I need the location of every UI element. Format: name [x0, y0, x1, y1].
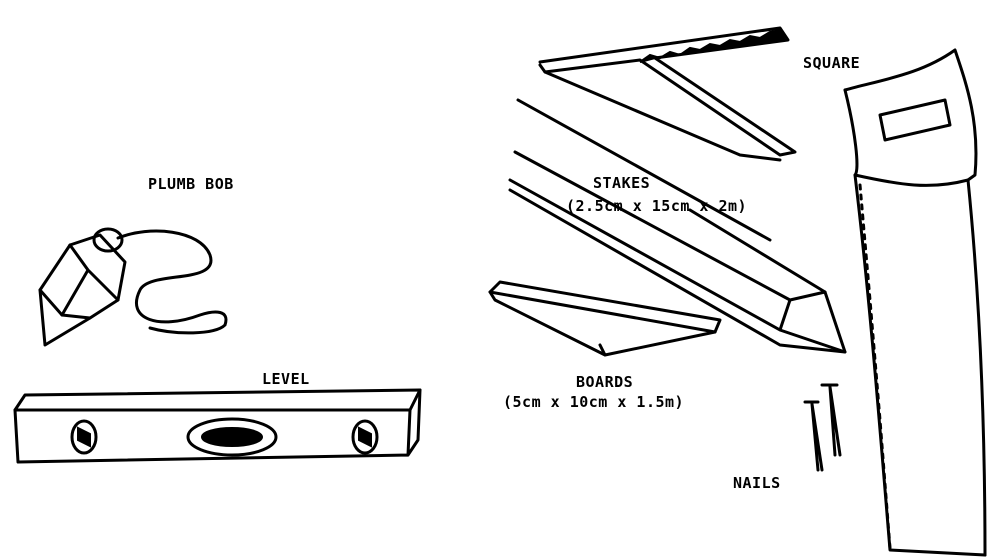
- stakes-dimensions: (2.5cm x 15cm x 2m): [566, 197, 748, 215]
- boards-drawing: [488, 280, 722, 357]
- nails-label: NAILS: [733, 474, 781, 492]
- plumb-bob-label: PLUMB BOB: [148, 175, 234, 193]
- stakes-label: STAKES: [593, 174, 651, 192]
- stakes-drawing: [508, 98, 847, 354]
- nails-drawing: [803, 383, 842, 472]
- plumb-bob-drawing: [38, 227, 228, 347]
- level-label: LEVEL: [262, 370, 310, 388]
- square-label: SQUARE: [803, 54, 861, 72]
- square-drawing: [538, 26, 797, 162]
- boards-dimensions: (5cm x 10cm x 1.5m): [503, 393, 685, 411]
- level-drawing: [13, 388, 422, 464]
- saw-drawing: [843, 48, 987, 557]
- boards-label: BOARDS: [576, 373, 634, 391]
